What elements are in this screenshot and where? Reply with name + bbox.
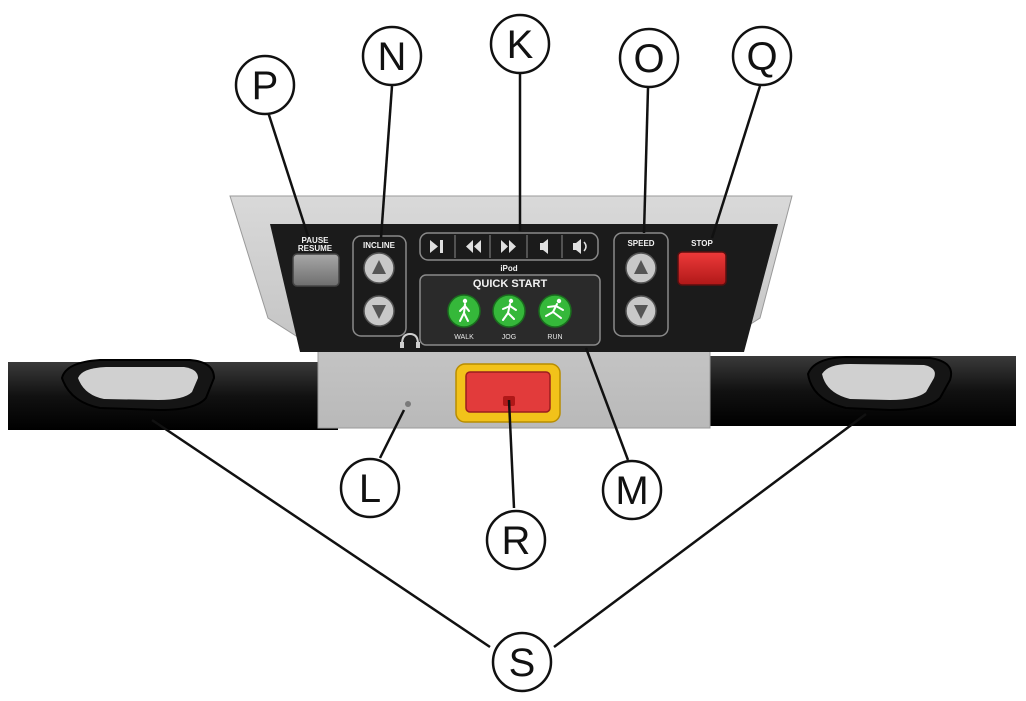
safety-key-emergency-stop[interactable]	[455, 363, 561, 423]
svg-text:P: P	[252, 64, 279, 108]
headphone-icon	[400, 332, 420, 348]
callout-S: S	[491, 631, 553, 693]
mode-label-jog: JOG	[502, 334, 516, 341]
quick-start-label: QUICK START	[473, 278, 548, 290]
quick-start-walk-button[interactable]	[447, 294, 481, 328]
resume-label: RESUME	[298, 244, 333, 253]
ipod-label: iPod	[500, 264, 517, 273]
callout-K: K	[489, 13, 551, 75]
stop-button[interactable]	[677, 251, 727, 286]
pause-label: PAUSE	[302, 236, 330, 245]
speed-group	[613, 232, 669, 337]
svg-text:Q: Q	[746, 35, 777, 79]
incline-up-button[interactable]	[363, 252, 395, 284]
incline-label: INCLINE	[363, 241, 396, 250]
volume-up-button[interactable]	[563, 234, 597, 259]
callout-M: M	[601, 459, 663, 521]
quick-start-jog-button[interactable]	[492, 294, 526, 328]
arrow-down-icon	[372, 305, 386, 319]
svg-text:N: N	[378, 35, 407, 79]
svg-text:K: K	[507, 23, 534, 67]
media-controls	[419, 232, 599, 261]
audio-jack[interactable]	[405, 401, 411, 407]
volume-down-icon	[540, 239, 548, 254]
svg-text:L: L	[359, 467, 381, 511]
speed-label: SPEED	[627, 239, 654, 248]
arrow-up-icon	[372, 260, 386, 274]
incline-down-button[interactable]	[363, 295, 395, 327]
callout-N: N	[361, 25, 423, 87]
speed-up-button[interactable]	[625, 252, 657, 284]
run-icon	[545, 298, 564, 319]
callout-O: O	[618, 27, 680, 89]
arrow-up-icon	[634, 260, 648, 274]
rewind-icon	[466, 240, 481, 253]
jog-icon	[502, 298, 517, 321]
callout-R: R	[485, 509, 547, 571]
quick-start-run-button[interactable]	[538, 294, 572, 328]
callout-Q: Q	[731, 25, 793, 87]
play-pause-button[interactable]	[421, 234, 455, 259]
mode-label-walk: WALK	[454, 334, 474, 341]
volume-up-icon	[573, 239, 587, 254]
mode-label-run: RUN	[547, 334, 562, 341]
pause-resume-button[interactable]	[292, 253, 340, 287]
hand-grip-left[interactable]	[60, 359, 216, 412]
walk-icon	[459, 298, 470, 322]
callout-L: L	[339, 457, 401, 519]
callout-lines	[151, 74, 867, 649]
play-pause-icon	[430, 240, 443, 253]
svg-text:S: S	[509, 641, 536, 685]
stop-label: STOP	[691, 239, 713, 248]
arrow-down-icon	[634, 305, 648, 319]
fast-forward-button[interactable]	[491, 234, 527, 259]
incline-group	[352, 235, 407, 337]
svg-text:O: O	[633, 37, 664, 81]
hand-grip-right[interactable]	[806, 355, 952, 412]
callout-P: P	[234, 54, 296, 116]
rewind-button[interactable]	[456, 234, 490, 259]
volume-down-button[interactable]	[528, 234, 562, 259]
speed-down-button[interactable]	[625, 295, 657, 327]
fast-forward-icon	[501, 240, 516, 253]
svg-text:M: M	[615, 469, 648, 513]
svg-text:R: R	[502, 519, 531, 563]
